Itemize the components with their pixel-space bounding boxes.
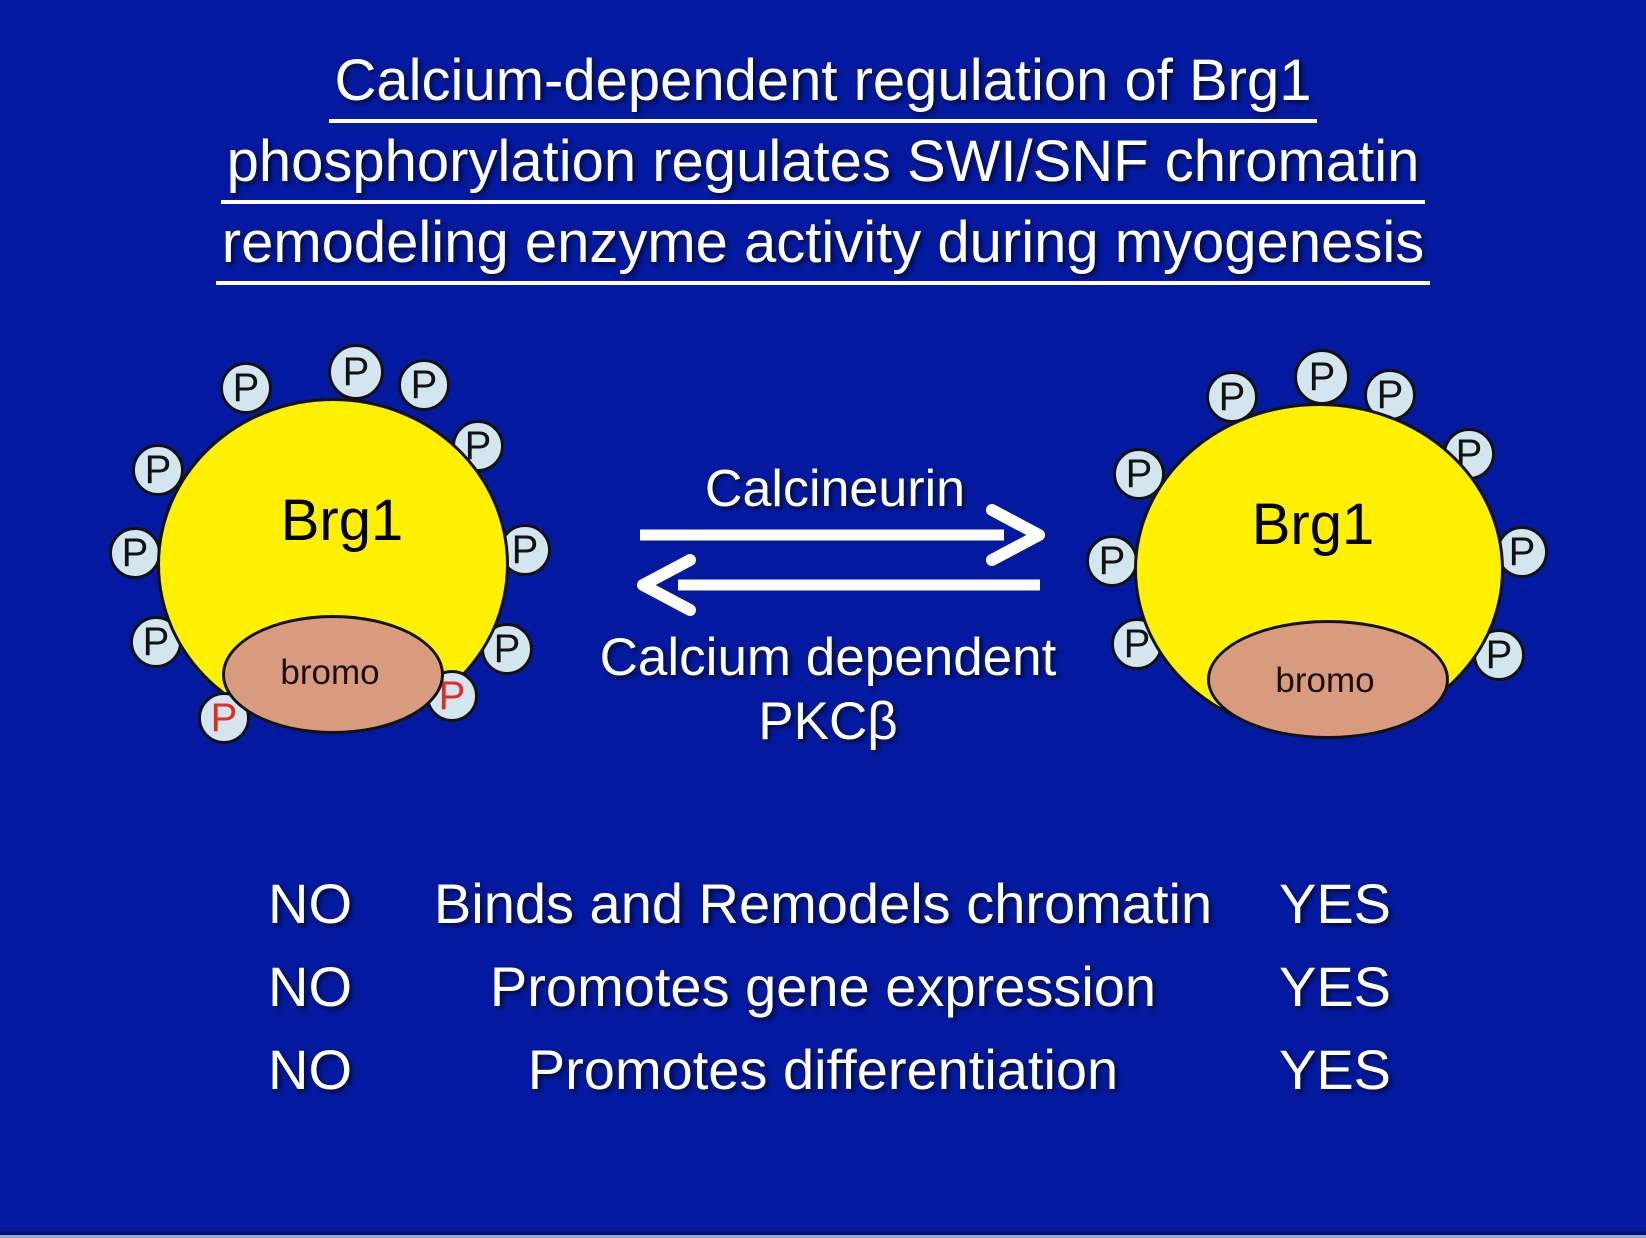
phosphate-letter: P bbox=[438, 674, 466, 718]
property-label: Promotes differentiation bbox=[527, 1038, 1119, 1101]
right-answer-label: YES bbox=[1278, 955, 1392, 1018]
bromo-domain-left bbox=[222, 615, 444, 734]
bromo-label-right: bromo bbox=[1275, 661, 1375, 700]
left-answer-label: NO bbox=[268, 1038, 352, 1101]
forward-arrow-icon bbox=[640, 504, 1045, 566]
phosphate-letter: P bbox=[1485, 633, 1513, 677]
forward-enzyme-label: Calcineurin bbox=[704, 460, 966, 518]
title-line-1: Calcium-dependent regulation of Brg1 bbox=[0, 40, 1646, 123]
phosphate-letter: P bbox=[1125, 452, 1153, 496]
phosphate-letter: P bbox=[1376, 373, 1404, 417]
phosphate-letter: P bbox=[493, 627, 521, 671]
reverse-enzyme-label-line1: Calcium dependent bbox=[599, 628, 1057, 687]
title-line-3: remodeling enzyme activity during myogen… bbox=[0, 202, 1646, 285]
phosphate-badge: P bbox=[1086, 535, 1138, 587]
bromo-domain-right bbox=[1207, 620, 1449, 739]
comparison-row: NO Binds and Remodels chromatin YES bbox=[0, 869, 1646, 939]
comparison-row: NO Promotes differentiation YES bbox=[0, 1035, 1646, 1105]
phosphate-letter: P bbox=[1098, 539, 1126, 583]
phosphate-letter: P bbox=[1308, 355, 1336, 399]
brg1-label-right: Brg1 bbox=[1251, 492, 1375, 557]
phosphate-letter: P bbox=[144, 448, 172, 492]
right-answer-label: YES bbox=[1278, 872, 1392, 935]
slide-title: Calcium-dependent regulation of Brg1 pho… bbox=[0, 40, 1646, 285]
phosphate-badge: P bbox=[220, 362, 272, 414]
phosphate-badge: P bbox=[398, 359, 450, 411]
phosphate-letter: P bbox=[1218, 375, 1246, 419]
phosphate-letter: P bbox=[410, 363, 438, 407]
property-label: Promotes gene expression bbox=[489, 955, 1157, 1018]
phosphate-letter: P bbox=[342, 350, 370, 394]
phosphate-letter: P bbox=[1508, 530, 1536, 574]
left-answer-label: NO bbox=[268, 955, 352, 1018]
phosphate-letter: P bbox=[1123, 622, 1151, 666]
brg1-label-left: Brg1 bbox=[280, 488, 404, 553]
right-answer-label: YES bbox=[1278, 1038, 1392, 1101]
phosphate-badge: P bbox=[1294, 349, 1350, 405]
bromo-label-left: bromo bbox=[280, 653, 380, 692]
property-label: Binds and Remodels chromatin bbox=[433, 872, 1213, 935]
reverse-enzyme-label-line2: PKCβ bbox=[758, 692, 898, 751]
phosphate-letter: P bbox=[142, 620, 170, 664]
phosphate-badge: P bbox=[132, 444, 184, 496]
left-answer-label: NO bbox=[268, 872, 352, 935]
phosphate-letter: P bbox=[121, 531, 149, 575]
phosphate-badge: P bbox=[481, 623, 533, 675]
phosphate-letter: P bbox=[511, 528, 539, 572]
phosphate-letter: P bbox=[210, 696, 238, 740]
title-line-2: phosphorylation regulates SWI/SNF chroma… bbox=[0, 121, 1646, 204]
slide-bottom-edge bbox=[0, 1231, 1646, 1238]
reverse-arrow-icon bbox=[637, 554, 1040, 616]
phosphate-badge: P bbox=[328, 344, 384, 400]
phosphate-letter: P bbox=[232, 366, 260, 410]
phosphate-badge: P bbox=[109, 527, 161, 579]
comparison-row: NO Promotes gene expression YES bbox=[0, 952, 1646, 1022]
